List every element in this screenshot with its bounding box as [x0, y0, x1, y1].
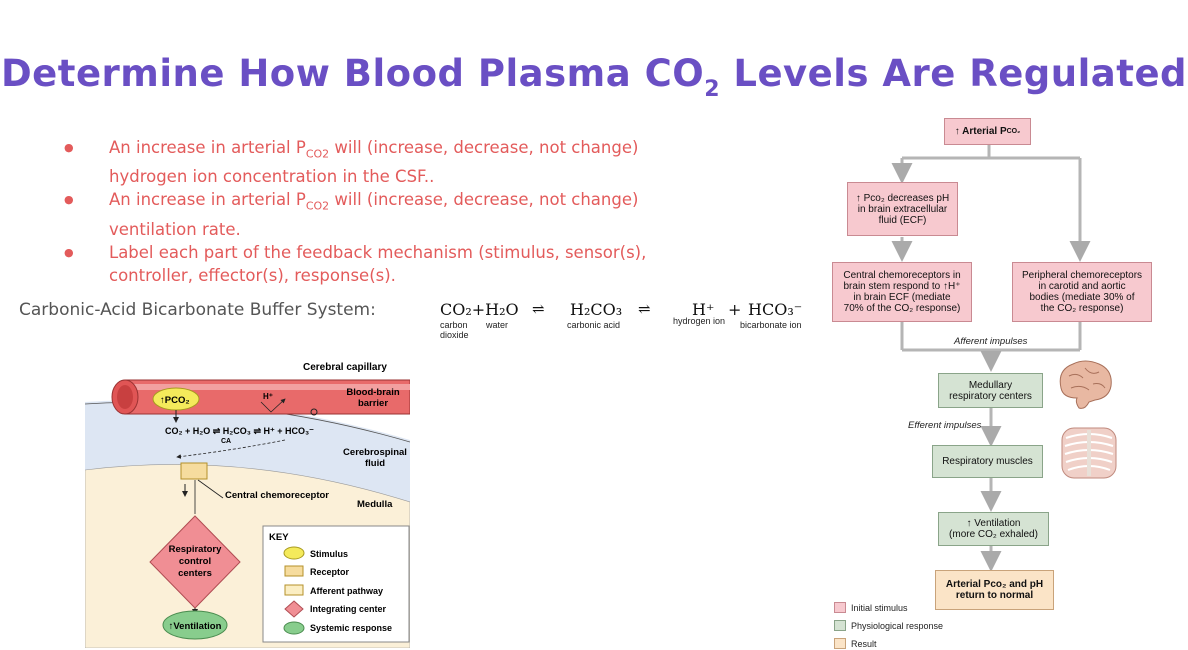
eq-arrow-2: ⇌ — [638, 300, 651, 318]
ca-label: CA — [221, 438, 231, 445]
barrier-marker — [310, 408, 318, 416]
eq-h: H⁺ — [692, 300, 715, 319]
afferent-impulses-label: Afferent impulses — [954, 336, 1028, 347]
page-title: Determine How Blood Plasma CO2 Levels Ar… — [0, 52, 1188, 102]
receptor-shape — [180, 462, 208, 480]
legend-initial-stimulus: Initial stimulus — [851, 603, 908, 613]
hplus-to-receptor-arrow — [176, 439, 286, 459]
key-receptor: Receptor — [310, 567, 350, 577]
box-return-to-normal: Arterial Pᴄᴏ₂ and pH return to normal — [935, 570, 1054, 610]
eq-hco3: HCO₃⁻ — [748, 300, 803, 319]
legend-result: Result — [851, 639, 877, 649]
capillary-highlight — [125, 384, 410, 390]
key-systemic: Systemic response — [310, 623, 392, 633]
label-carbon-dioxide: carbon dioxide — [440, 320, 469, 340]
box-pco2-decreases-ph: ↑ Pᴄᴏ₂ decreases pH in brain extracellul… — [847, 182, 958, 236]
label-water: water — [486, 320, 509, 330]
legend-physiological-response: Physiological response — [851, 621, 944, 631]
systemic-response-oval — [162, 610, 228, 640]
ribcage-illustration — [1061, 427, 1117, 479]
eq-plus: + — [728, 300, 742, 319]
key-receptor-swatch — [284, 565, 304, 577]
box-peripheral-chemoreceptors: Peripheral chemoreceptors in carotid and… — [1012, 262, 1152, 322]
legend-pink-swatch — [834, 602, 846, 613]
question-3: Label each part of the feedback mechanis… — [62, 241, 702, 287]
key-integrating: Integrating center — [310, 604, 387, 614]
key-title: KEY — [269, 532, 289, 543]
key-box — [262, 525, 410, 643]
buffer-system-label: Carbonic-Acid Bicarbonate Buffer System: — [19, 300, 376, 320]
box-respiratory-muscles: Respiratory muscles — [932, 445, 1043, 478]
box-central-chemoreceptors: Central chemoreceptors in brain stem res… — [832, 262, 972, 322]
label-hydrogen-ion: hydrogen ion — [673, 316, 726, 326]
flowchart-connectors — [891, 145, 1091, 572]
key-integrating-swatch — [284, 600, 304, 618]
key-stimulus-swatch — [283, 546, 305, 560]
ventilation-label: ↑Ventilation — [169, 621, 222, 632]
csf-reaction: CO₂ + H₂O ⇌ H₂CO₃ ⇌ H⁺ + HCO₃⁻ — [165, 426, 314, 436]
cerebral-capillary-label: Cerebral capillary — [303, 362, 387, 373]
label-carbonic-acid: carbonic acid — [567, 320, 621, 330]
box-ventilation: ↑ Ventilation (more CO₂ exhaled) — [938, 512, 1049, 546]
question-2: An increase in arterial PCO2 will (incre… — [62, 188, 702, 240]
legend-tan-swatch — [834, 638, 846, 649]
receptor-pointer — [197, 479, 224, 499]
eq-arrow-1: ⇌ — [532, 300, 545, 318]
legend-green-swatch — [834, 620, 846, 631]
h-plus-label: H⁺ — [263, 392, 273, 401]
brain-icon — [1059, 360, 1112, 409]
h-plus-arrow — [260, 398, 286, 413]
question-list: An increase in arterial PCO2 will (incre… — [62, 136, 702, 287]
efferent-impulses-label: Efferent impulses — [908, 420, 982, 431]
question-1: An increase in arterial PCO2 will (incre… — [62, 136, 702, 188]
eq-co2-h2o: CO₂+H₂O — [440, 300, 519, 319]
key-afferent-swatch — [284, 584, 304, 596]
key-stimulus: Stimulus — [310, 549, 348, 559]
pco2-label: ↑PCO₂ — [160, 395, 190, 406]
capillary-lumen — [117, 385, 133, 409]
medulla-label: Medulla — [357, 499, 393, 510]
key-systemic-swatch — [283, 621, 305, 635]
box-medullary-centers: Medullary respiratory centers — [938, 373, 1043, 408]
central-chemoreceptor-label: Central chemoreceptor — [225, 490, 329, 501]
label-bicarbonate-ion: bicarbonate ion — [740, 320, 802, 330]
brain-illustration — [1059, 360, 1112, 409]
key-afferent: Afferent pathway — [310, 586, 383, 596]
eq-h2co3: H₂CO₃ — [570, 300, 623, 319]
